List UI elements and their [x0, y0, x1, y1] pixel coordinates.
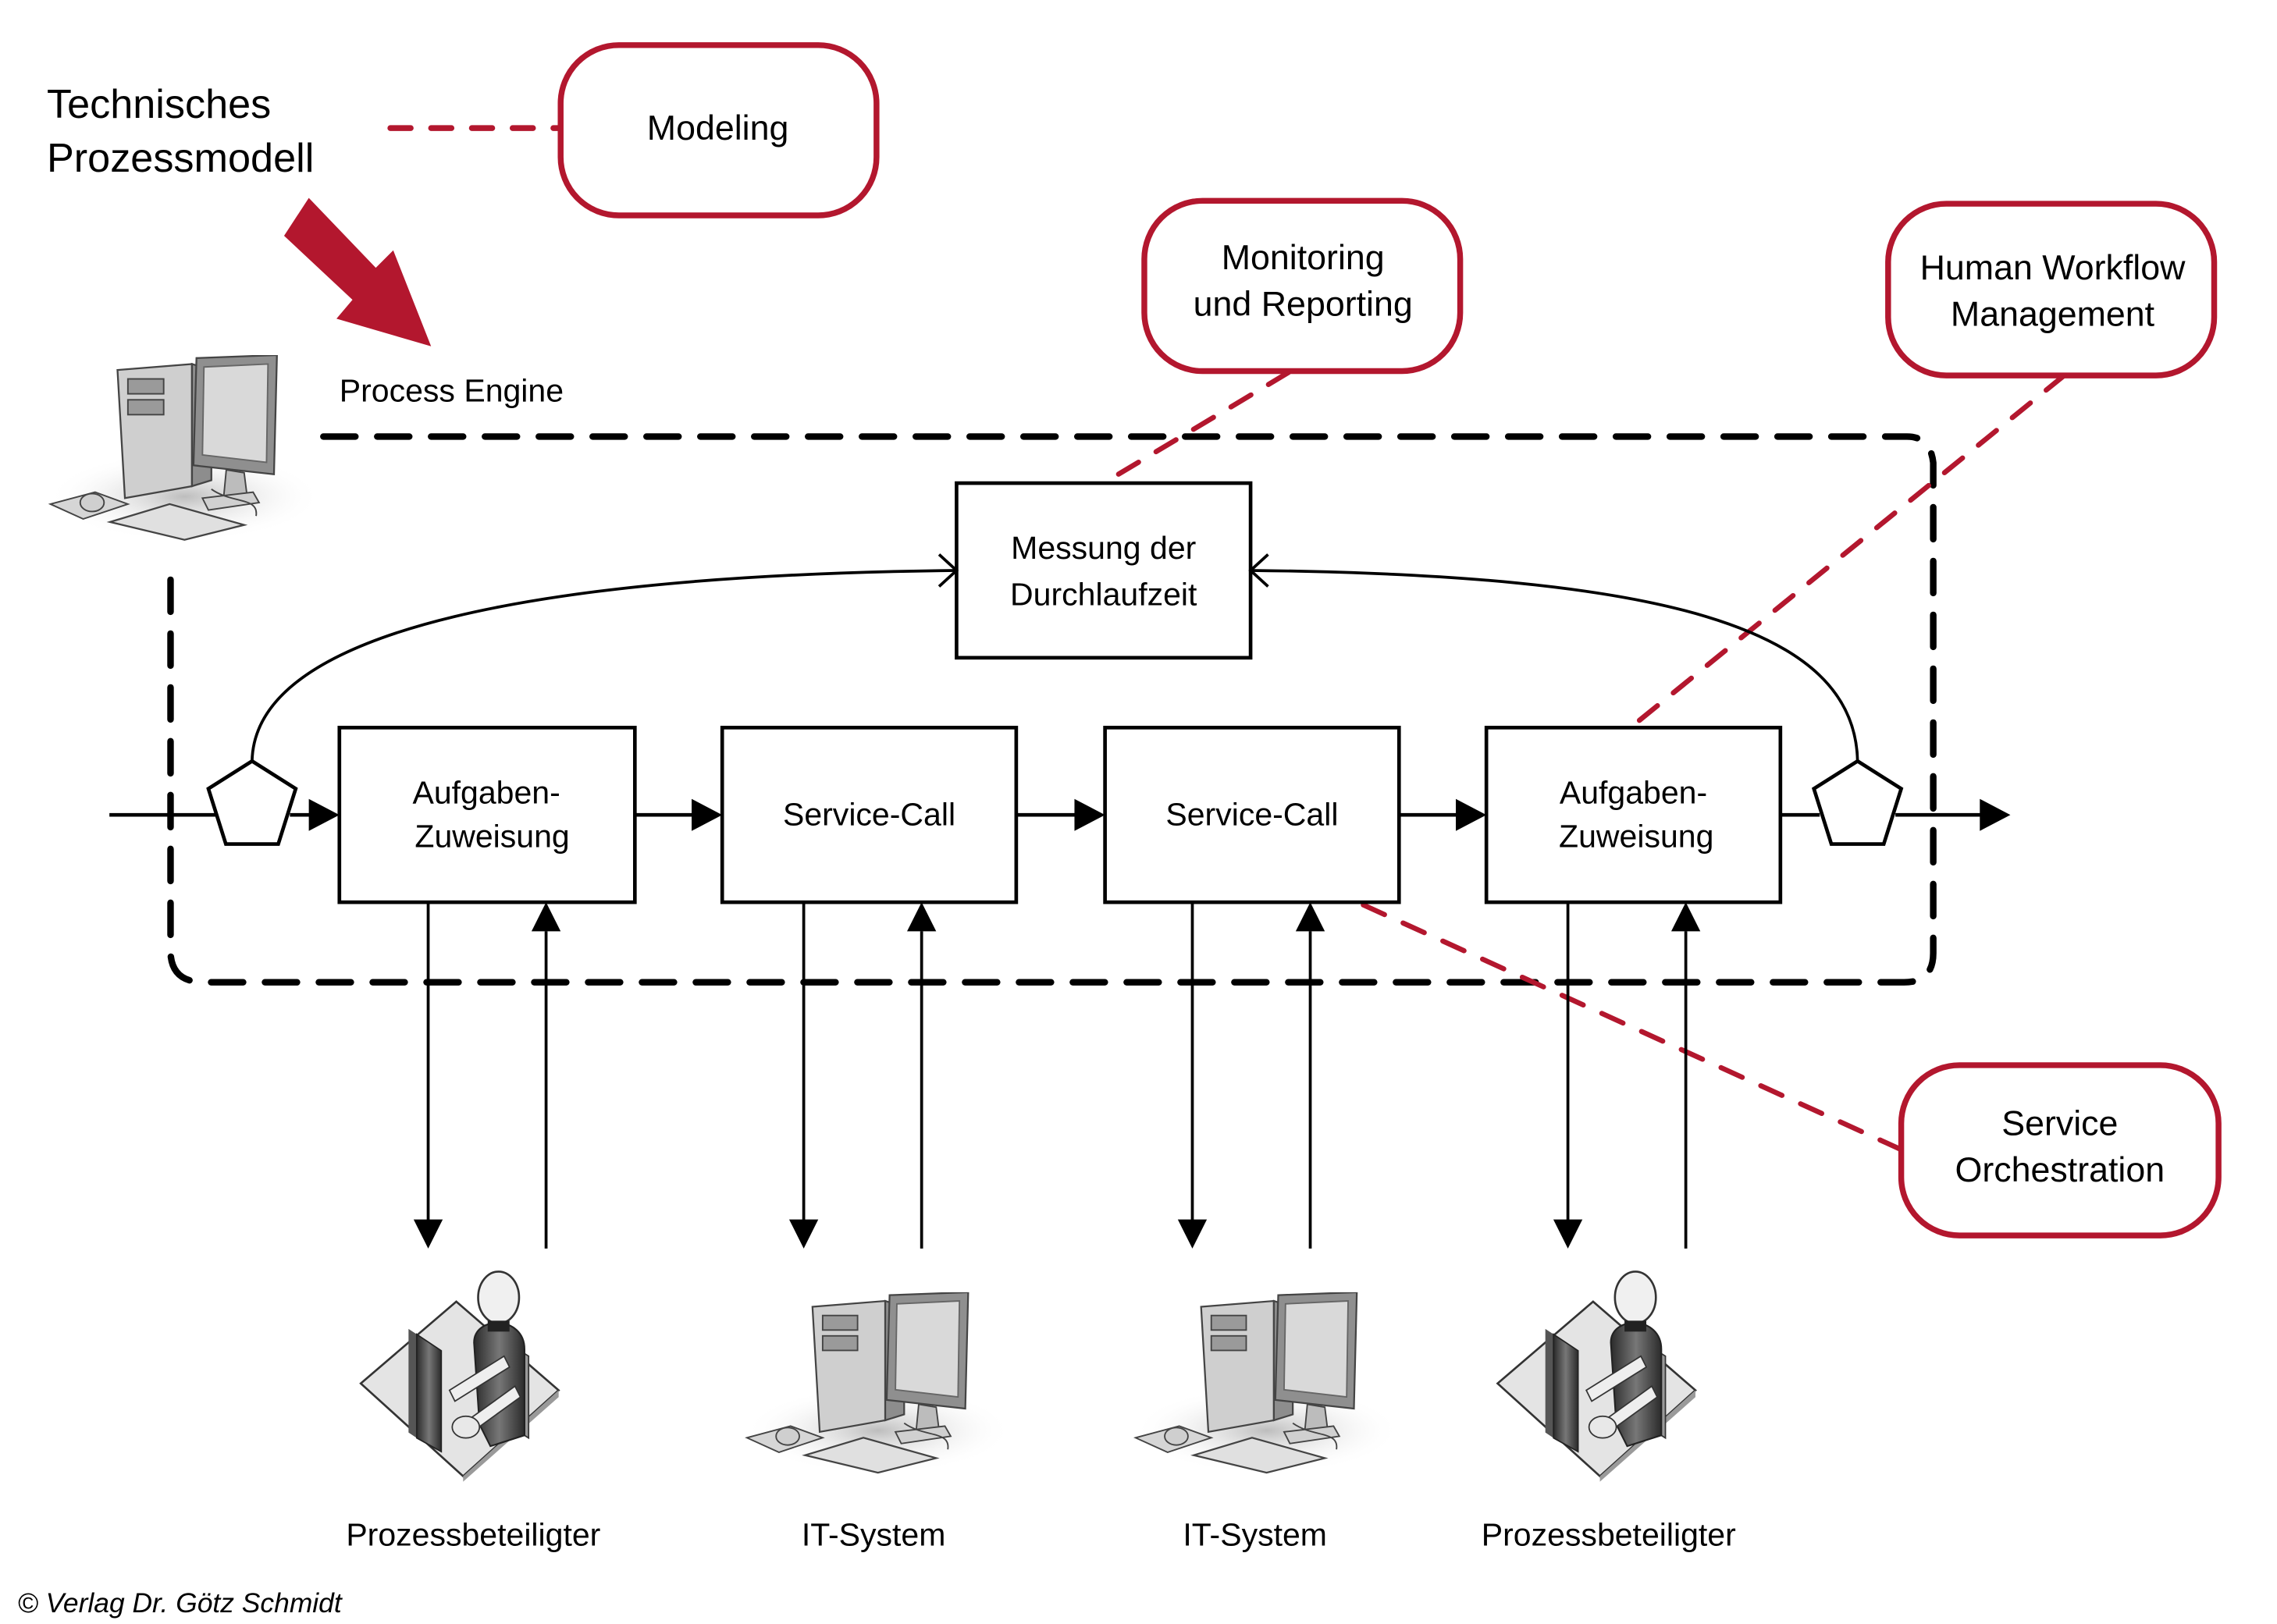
measurement-line2: Durchlaufzeit: [1010, 577, 1197, 613]
participant-3-label: IT-System: [1183, 1516, 1327, 1552]
annotation-service-orchestration-line1: Service: [2001, 1103, 2118, 1142]
annotation-service-orchestration: Service Orchestration: [1898, 1062, 2222, 1238]
activity-task-assignment-2: Aufgaben- Zuweisung: [1484, 726, 1783, 904]
service-orchestration-association: [1348, 897, 1904, 1153]
human-workflow-association: [1628, 372, 2067, 730]
participant-connectors: [413, 902, 1701, 1249]
annotation-modeling: Modeling: [557, 42, 880, 219]
participant-4-label: Prozessbeteiligter: [1482, 1516, 1736, 1552]
annotation-human-workflow: Human Workflow Management: [1885, 201, 2218, 378]
measurement-arc-start: [251, 569, 957, 762]
participant-2-label: IT-System: [802, 1516, 946, 1552]
desktop-computer-icon: [743, 1292, 1009, 1474]
annotation-human-workflow-line1: Human Workflow: [1920, 248, 2186, 287]
person-at-workstation-icon: [1496, 1270, 1697, 1483]
annotation-monitoring: Monitoring und Reporting: [1141, 197, 1464, 375]
activity-3-line1: Service-Call: [1165, 796, 1338, 832]
start-measurement-event-icon: [206, 759, 298, 846]
measurement-arc-end: [1251, 569, 1859, 762]
activity-4-line2: Zuweisung: [1559, 818, 1713, 854]
annotation-monitoring-line1: Monitoring: [1222, 238, 1385, 277]
deploy-arrow-icon: [283, 197, 432, 346]
activity-1-line2: Zuweisung: [414, 818, 569, 854]
source-label-line1: Technisches: [47, 82, 271, 127]
source-label-line2: Prozessmodell: [47, 136, 314, 181]
measurement-arc-start-arrowhead: [937, 553, 959, 588]
end-measurement-event-icon: [1811, 759, 1904, 846]
process-engine-label: Process Engine: [340, 373, 564, 409]
measurement-box: Messung der Durchlaufzeit: [955, 481, 1253, 660]
measurement-arc-end-arrowhead: [1248, 553, 1269, 588]
annotation-human-workflow-line2: Management: [1951, 295, 2155, 334]
main-flow: [109, 798, 2011, 831]
process-engine-boundary: [167, 433, 1937, 986]
activity-4-line1: Aufgaben-: [1560, 774, 1707, 810]
desktop-computer-icon: [1131, 1292, 1398, 1474]
measurement-line1: Messung der: [1011, 530, 1196, 566]
participant-1-label: Prozessbeteiligter: [346, 1516, 600, 1552]
annotation-service-orchestration-line2: Orchestration: [1955, 1150, 2165, 1189]
process-engine-computer-icon: [46, 354, 319, 542]
activity-task-assignment-1: Aufgaben- Zuweisung: [337, 726, 637, 904]
monitoring-association: [1101, 370, 1291, 486]
annotation-modeling-text: Modeling: [647, 108, 789, 147]
annotation-monitoring-line2: und Reporting: [1194, 285, 1413, 324]
activity-service-call-2: Service-Call: [1103, 726, 1401, 904]
copyright-notice: © Verlag Dr. Götz Schmidt: [18, 1587, 343, 1619]
person-at-workstation-icon: [359, 1270, 560, 1483]
activity-1-line1: Aufgaben-: [412, 774, 560, 810]
activity-2-line1: Service-Call: [783, 796, 955, 832]
activity-service-call-1: Service-Call: [720, 726, 1019, 904]
